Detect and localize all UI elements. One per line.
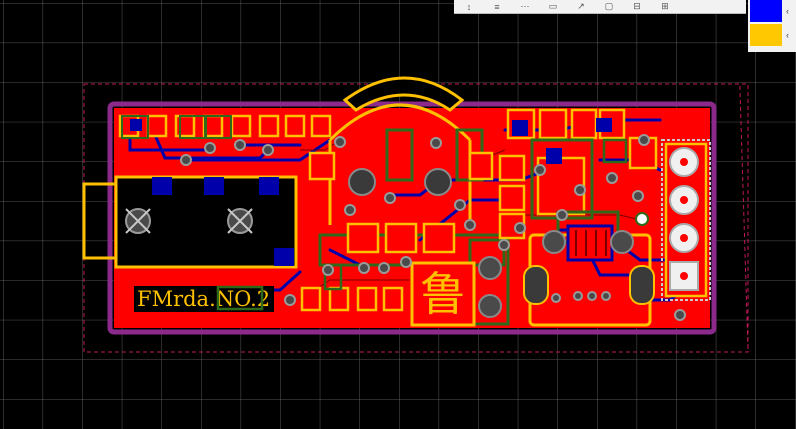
- bottom-layer-swatch[interactable]: [750, 0, 782, 22]
- placement-toolbar: ↕ ≡ ⋯ ▭ ↗ ▢ ⊟ ⊞: [454, 0, 746, 14]
- logo-silkscreen: 鲁: [410, 261, 476, 327]
- grid-icon[interactable]: ⊞: [661, 1, 669, 11]
- large-vias: [478, 230, 634, 318]
- text-icon[interactable]: ≡: [494, 1, 500, 12]
- keepout-notch: [84, 83, 749, 351]
- board-label: FMrda.NO.2: [134, 285, 274, 312]
- audio-jack-footprint: [82, 175, 298, 269]
- rectangle-icon[interactable]: ▭: [548, 1, 558, 11]
- region-icon[interactable]: ▢: [604, 1, 614, 11]
- array-icon[interactable]: ⊟: [633, 1, 641, 11]
- layer-panel: ‹ ‹: [748, 0, 796, 52]
- dimension-icon[interactable]: ⋯: [520, 1, 530, 11]
- crystal-footprint: [308, 76, 494, 225]
- layer-visibility-icon[interactable]: ‹: [786, 6, 789, 16]
- right-components: [498, 108, 658, 327]
- top-pad-row: [118, 114, 332, 139]
- svg-text:鲁: 鲁: [420, 267, 466, 321]
- layer-visibility-icon[interactable]: ‹: [786, 30, 789, 40]
- pin-header: [635, 139, 711, 301]
- board-outline: [107, 101, 717, 335]
- route-icon[interactable]: ↗: [577, 1, 585, 11]
- vias: [180, 134, 686, 321]
- top-overlay-swatch[interactable]: [750, 24, 782, 46]
- pin-icon[interactable]: ↕: [466, 1, 472, 12]
- svg-text:FMrda.NO.2: FMrda.NO.2: [137, 287, 270, 311]
